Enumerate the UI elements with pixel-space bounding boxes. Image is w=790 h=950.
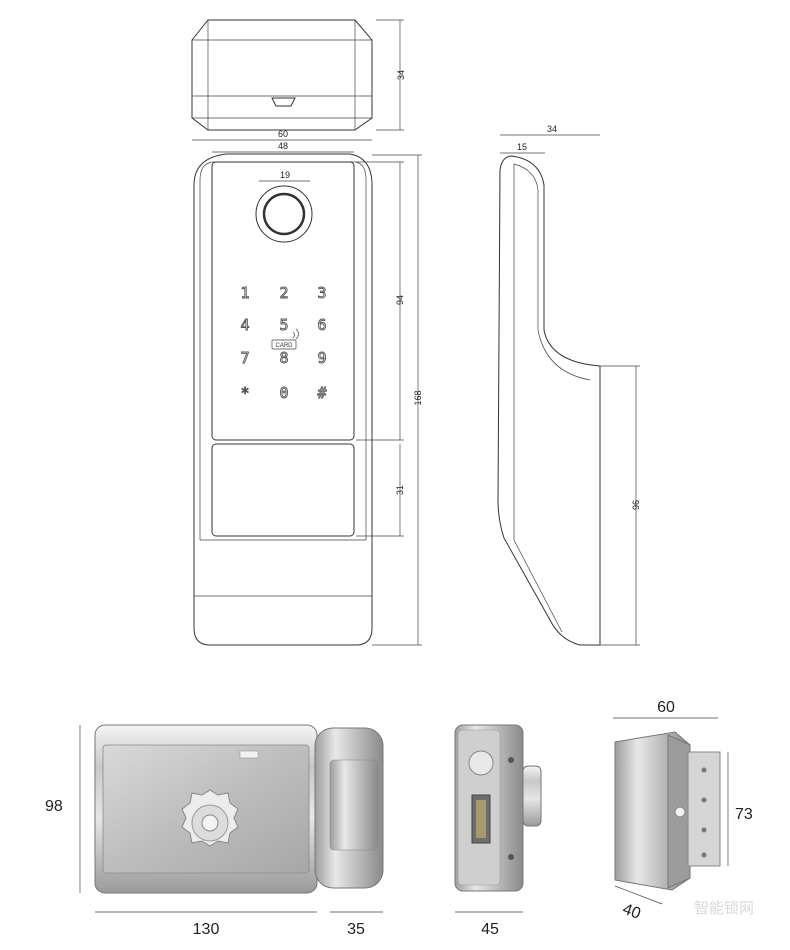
back-width-dim: 60	[657, 699, 675, 716]
lock-body-front: 98 130 35	[45, 724, 384, 938]
keypad-key-9[interactable]: 9	[317, 349, 327, 368]
keypad: 1 2 3 4 5 6 7 8 9 * 0 #	[240, 284, 327, 403]
keypad-key-5[interactable]: 5	[279, 316, 289, 335]
keypad-key-2[interactable]: 2	[279, 284, 289, 303]
keypad-key-3[interactable]: 3	[317, 284, 327, 303]
front-view: 48 19 1 2 3 4 5 6 7 8 9 * 0 # CARD 94 31 168	[193, 141, 423, 646]
back-height-dim: 73	[735, 806, 753, 823]
lock-side-width-dim: 45	[481, 921, 499, 938]
lock-body-back: 60 73 40	[613, 699, 753, 923]
side-top-dim: 15	[517, 142, 527, 152]
wifi-icon	[292, 328, 299, 340]
top-height-dim: 34	[396, 70, 406, 80]
watermark-logo: 智能锁网	[694, 899, 754, 917]
side-view: 34 15 96	[497, 124, 641, 646]
keypad-height-dim: 94	[395, 295, 405, 305]
keypad-key-star[interactable]: *	[240, 384, 250, 403]
keypad-key-8[interactable]: 8	[279, 349, 289, 368]
panel-width-dim: 48	[278, 141, 288, 151]
keypad-key-0[interactable]: 0	[279, 384, 289, 403]
back-depth-dim: 40	[620, 901, 643, 923]
knob-width-dim: 35	[347, 921, 365, 938]
keypad-key-7[interactable]: 7	[240, 349, 250, 368]
keypad-key-1[interactable]: 1	[240, 284, 250, 303]
top-width-dim: 60	[278, 129, 288, 139]
lock-body-side: 45	[454, 724, 542, 938]
key-cylinder	[181, 789, 239, 847]
lock-width-dim: 130	[193, 921, 220, 938]
keypad-key-6[interactable]: 6	[317, 316, 327, 335]
keyhole-icon	[271, 97, 296, 107]
side-lower-dim: 96	[631, 500, 641, 510]
handle-height-dim: 31	[395, 485, 405, 495]
top-view: 34 60	[191, 19, 406, 141]
keypad-key-hash[interactable]: #	[317, 384, 327, 403]
fingerprint-sensor[interactable]	[255, 185, 313, 243]
lock-height-dim: 98	[45, 798, 63, 815]
side-depth-dim: 34	[547, 124, 557, 134]
keypad-key-4[interactable]: 4	[240, 316, 250, 335]
sensor-dim: 19	[280, 170, 290, 180]
card-label: CARD	[275, 343, 293, 349]
total-height-dim: 168	[413, 390, 423, 405]
